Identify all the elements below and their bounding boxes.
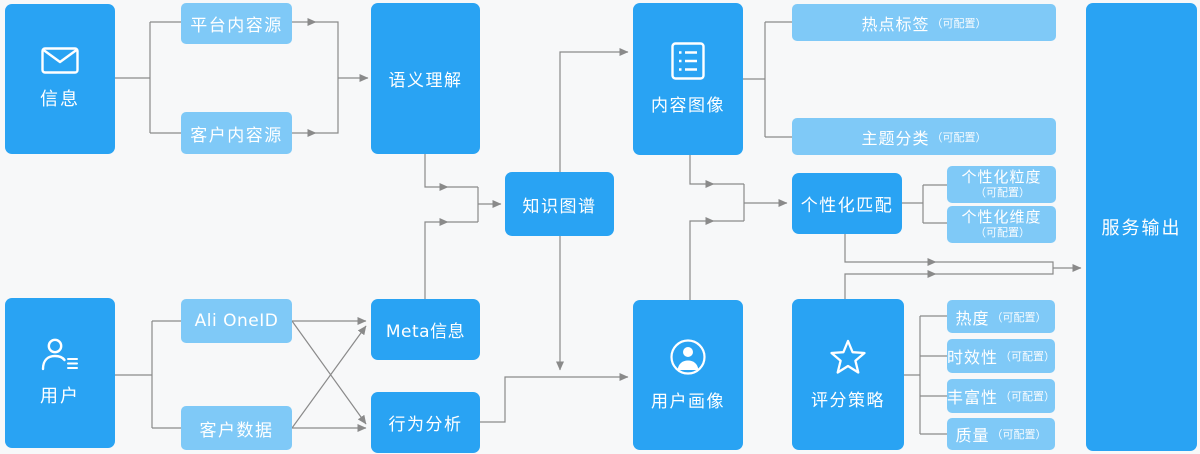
platform-content-source-node: 平台内容源 <box>181 3 292 44</box>
user-profile-label: 用户画像 <box>651 392 725 412</box>
semantic-understanding-node: 语义理解 <box>371 3 480 154</box>
star-icon <box>829 339 867 375</box>
list-icon <box>671 42 705 80</box>
hot-tags-label: 热点标签 <box>861 14 930 34</box>
timeliness-label: 时效性 <box>947 348 999 367</box>
topic-classification-node: 主题分类 （可配置） <box>792 118 1056 155</box>
platform-content-source-label: 平台内容源 <box>190 16 283 36</box>
user-label: 用户 <box>40 386 80 407</box>
timeliness-config-suffix: （可配置） <box>1000 350 1056 363</box>
customer-content-source-label: 客户内容源 <box>190 125 283 146</box>
service-output-node: 服务输出 <box>1086 3 1197 451</box>
meta-info-label: Meta信息 <box>385 322 466 342</box>
hot-tags-config-suffix: （可配置） <box>931 16 987 30</box>
quality-config-suffix: （可配置） <box>991 428 1047 441</box>
customer-content-source-node: 客户内容源 <box>181 112 292 154</box>
personalization-granularity-label: 个性化粒度 <box>961 168 1042 187</box>
timeliness-node: 时效性 （可配置） <box>947 339 1055 373</box>
quality-node: 质量 （可配置） <box>947 418 1055 450</box>
personalized-match-node: 个性化匹配 <box>792 173 902 234</box>
topic-classification-label: 主题分类 <box>861 128 930 148</box>
heat-config-suffix: （可配置） <box>991 310 1047 324</box>
user-list-icon <box>40 338 80 371</box>
heat-label: 热度 <box>955 308 990 328</box>
content-profile-node: 内容图像 <box>633 3 743 155</box>
personalization-granularity-config-suffix: （可配置） <box>975 186 1030 200</box>
richness-node: 丰富性 （可配置） <box>947 379 1055 413</box>
ali-oneid-label: Ali OneID <box>194 311 279 331</box>
richness-config-suffix: （可配置） <box>1000 390 1056 403</box>
personalization-dimension-node: 个性化维度 （可配置） <box>947 206 1056 243</box>
user-node: 用户 <box>5 298 115 448</box>
info-node: 信息 <box>5 4 115 154</box>
envelope-icon <box>41 47 79 74</box>
behavior-analysis-label: 行为分析 <box>388 415 463 435</box>
service-output-label: 服务输出 <box>1101 218 1182 239</box>
ali-oneid-node: Ali OneID <box>181 299 292 343</box>
topic-classification-config-suffix: （可配置） <box>931 130 987 144</box>
quality-label: 质量 <box>955 426 990 445</box>
info-label: 信息 <box>40 89 80 110</box>
meta-info-node: Meta信息 <box>371 299 480 360</box>
knowledge-graph-label: 知识图谱 <box>522 196 597 217</box>
customer-data-node: 客户数据 <box>181 406 292 450</box>
knowledge-graph-node: 知识图谱 <box>505 172 614 236</box>
semantic-understanding-label: 语义理解 <box>388 71 463 91</box>
hot-tags-node: 热点标签 （可配置） <box>792 4 1056 41</box>
user-profile-node: 用户画像 <box>633 300 743 450</box>
personalization-dimension-config-suffix: （可配置） <box>975 226 1030 240</box>
scoring-strategy-label: 评分策略 <box>811 390 885 411</box>
personalization-dimension-label: 个性化维度 <box>961 208 1042 227</box>
user-circle-icon <box>669 338 707 376</box>
personalized-match-label: 个性化匹配 <box>800 196 894 216</box>
richness-label: 丰富性 <box>947 388 999 407</box>
scoring-strategy-node: 评分策略 <box>792 299 904 450</box>
personalization-granularity-node: 个性化粒度 （可配置） <box>947 166 1056 203</box>
behavior-analysis-node: 行为分析 <box>371 392 480 453</box>
heat-node: 热度 （可配置） <box>947 300 1055 333</box>
customer-data-label: 客户数据 <box>199 420 274 441</box>
content-profile-label: 内容图像 <box>651 96 725 116</box>
